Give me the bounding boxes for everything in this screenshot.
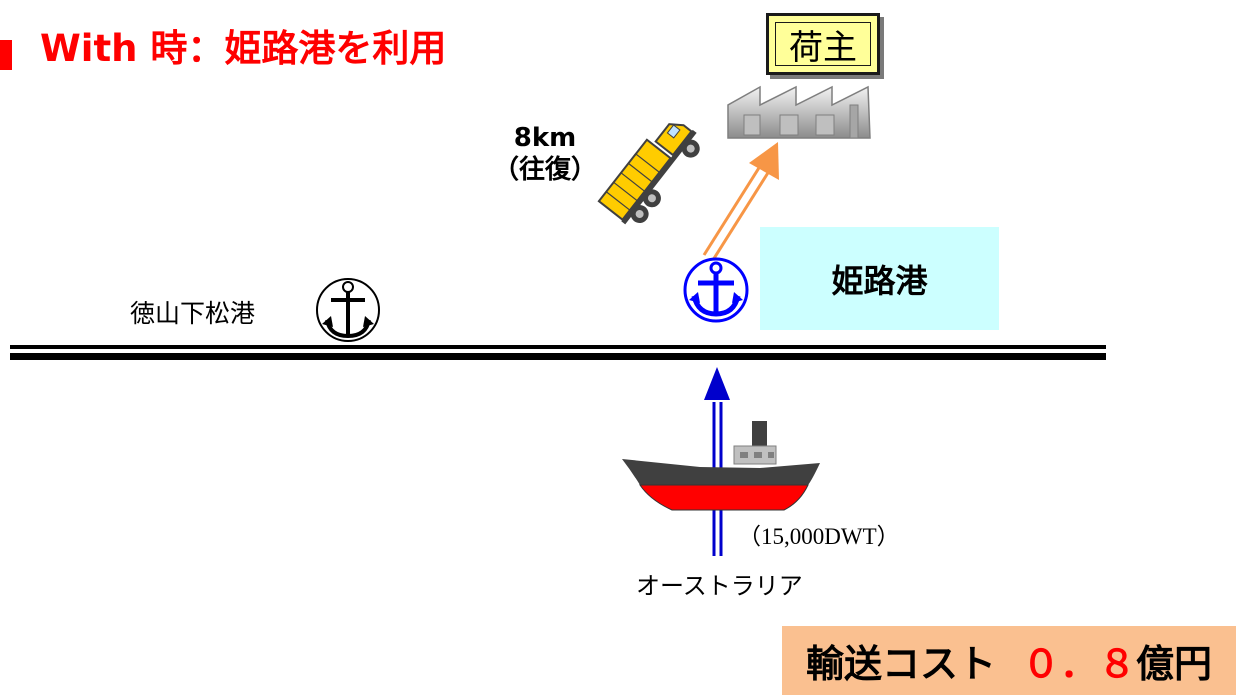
other-port-name: 徳山下松港: [130, 299, 256, 328]
transport-cost-value: ０．８: [1021, 642, 1136, 686]
cargo-ship-icon: [622, 421, 820, 511]
transport-cost-unit: 億円: [1136, 642, 1213, 686]
destination-port-box: 姫路港: [760, 227, 999, 330]
truck-distance-value: 8km: [513, 123, 577, 153]
truck-distance-note: （往復）: [492, 155, 597, 185]
dump-truck-icon: [597, 123, 700, 225]
truck-distance: 8km （往復）: [474, 122, 616, 186]
transport-cost-label: 輸送コスト: [805, 642, 996, 686]
sea-route-arrow: [704, 367, 730, 556]
shipper-label: 荷主: [775, 22, 871, 68]
ship-size-label: （15,000DWT）: [738, 524, 900, 549]
anchor-icon-black: [316, 278, 380, 342]
coastline: [10, 345, 1106, 360]
ship-origin-label: オーストラリア: [636, 572, 803, 600]
destination-port-name: 姫路港: [831, 261, 928, 300]
page-title: With 時：姫路港を利用: [40, 27, 447, 70]
title-bullet: [0, 40, 12, 70]
transport-cost-box: 輸送コスト ０．８ 億円: [782, 626, 1236, 695]
anchor-icon-blue: [683, 257, 749, 323]
shipper-label-box: 荷主: [766, 13, 880, 75]
factory-icon: [727, 85, 871, 139]
truck-route-arrow: [702, 142, 779, 261]
